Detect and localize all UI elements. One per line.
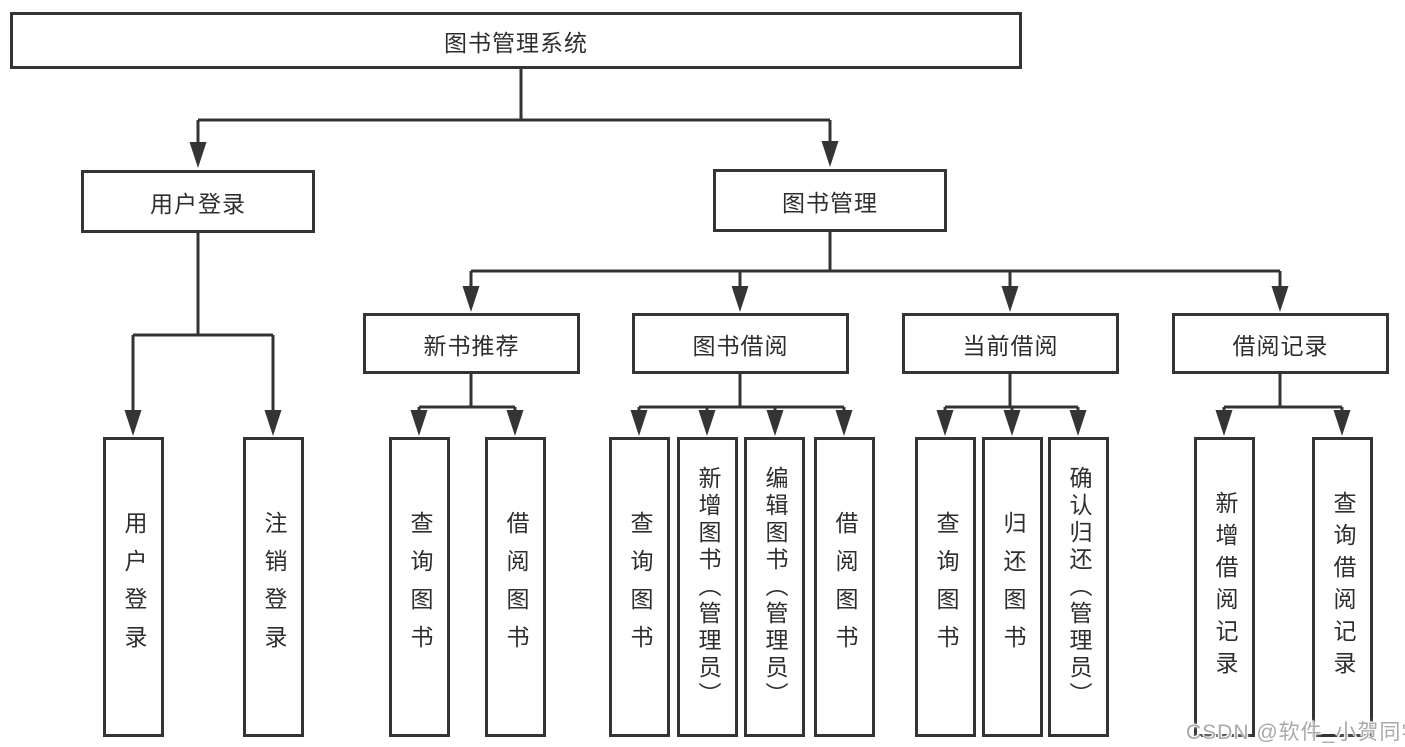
leaf-query-borrow-record-label: 查询借阅记录 [1330,491,1356,683]
node-user-login-label: 用户登录 [150,190,246,217]
leaf-query-books-current: 查询图书 [915,437,976,737]
node-root: 图书管理系统 [10,12,1022,69]
leaf-query-books-current-label: 查询图书 [933,511,959,663]
node-book-borrowing-label: 图书借阅 [692,332,789,359]
node-book-management-label: 图书管理 [782,189,878,216]
leaf-query-books-recommend: 查询图书 [389,437,450,737]
leaf-query-books-borrow: 查询图书 [609,437,670,737]
leaf-logout: 注销登录 [243,437,304,737]
leaf-return-books: 归还图书 [982,437,1043,737]
leaf-confirm-return-admin: 确认归还（管理员） [1048,437,1109,737]
node-new-book-recommendation: 新书推荐 [363,313,580,374]
leaf-logout-label: 注销登录 [261,511,287,663]
leaf-add-book-admin-label: 新增图书（管理员） [695,465,721,709]
leaf-borrow-books-label: 借阅图书 [832,511,858,663]
node-book-management: 图书管理 [713,169,947,232]
node-borrowing-records: 借阅记录 [1172,313,1389,374]
leaf-query-books-borrow-label: 查询图书 [627,511,653,663]
leaf-add-book-admin: 新增图书（管理员） [677,437,738,737]
leaf-add-borrow-record: 新增借阅记录 [1194,437,1255,737]
node-borrowing-records-label: 借阅记录 [1232,332,1329,359]
leaf-borrow-books-recommend-label: 借阅图书 [503,511,529,663]
leaf-borrow-books-recommend: 借阅图书 [485,437,546,737]
node-current-borrowing-label: 当前借阅 [962,332,1059,359]
node-root-label: 图书管理系统 [444,29,588,56]
leaf-edit-book-admin-label: 编辑图书（管理员） [762,465,788,709]
node-current-borrowing: 当前借阅 [902,313,1119,374]
node-new-book-recommendation-label: 新书推荐 [423,332,520,359]
leaf-edit-book-admin: 编辑图书（管理员） [744,437,805,737]
csdn-watermark: CSDN @软件_小贺同学 [1186,721,1405,744]
leaf-user-login-label: 用户登录 [121,511,147,663]
leaf-add-borrow-record-label: 新增借阅记录 [1212,491,1238,683]
leaf-user-login: 用户登录 [103,437,164,737]
leaf-confirm-return-admin-label: 确认归还（管理员） [1066,465,1092,709]
node-book-borrowing: 图书借阅 [632,313,849,374]
leaf-query-books-recommend-label: 查询图书 [407,511,433,663]
leaf-query-borrow-record: 查询借阅记录 [1312,437,1373,737]
node-user-login: 用户登录 [81,170,315,233]
leaf-return-books-label: 归还图书 [1000,511,1026,663]
leaf-borrow-books: 借阅图书 [814,437,875,737]
